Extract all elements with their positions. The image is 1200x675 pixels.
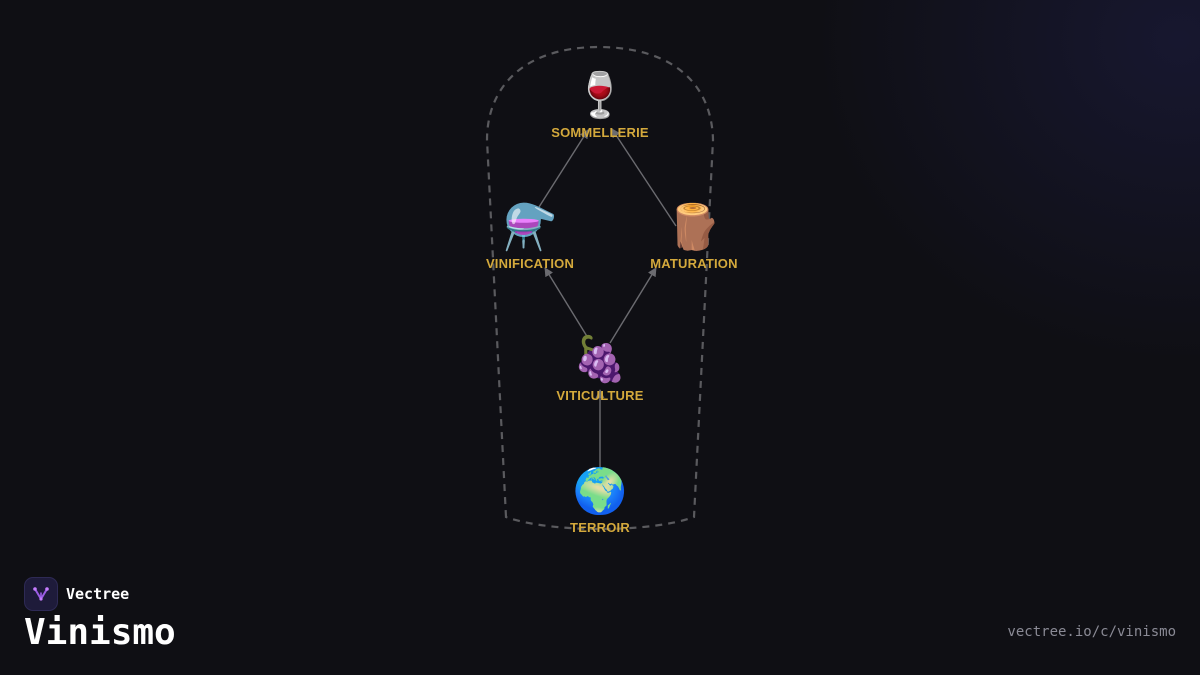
node-label-maturation: MATURATION [650,256,737,271]
brand-name: Vectree [66,585,130,603]
node-maturation[interactable]: 🪵 MATURATION [650,202,737,271]
node-viticulture[interactable]: 🍇 VITICULTURE [556,334,643,403]
wine-glass-icon: 🍷 [573,70,628,121]
node-terroir[interactable]: 🌍 TERROIR [570,466,630,535]
node-label-vinification: VINIFICATION [486,256,574,271]
vectree-logo-icon [24,577,58,611]
edge-maturation-to-sommellerie [611,128,677,227]
edge-viticulture-to-maturation [609,267,657,344]
alembic-icon: ⚗️ [503,202,558,253]
grapes-icon: 🍇 [573,334,628,385]
nodes-layer: 🍷 SOMMELLERIE ⚗️ VINIFICATION 🪵 MATURATION 🍇 VI… [486,70,738,535]
node-sommellerie[interactable]: 🍷 SOMMELLERIE [551,70,649,140]
brand: Vectree [24,577,129,611]
node-vinification[interactable]: ⚗️ VINIFICATION [486,202,574,271]
edge-viticulture-to-vinification [544,267,589,339]
node-label-sommellerie: SOMMELLERIE [551,125,649,140]
edges-layer [538,128,677,467]
edge-vinification-to-sommellerie [538,129,589,208]
page-title: Vinismo [24,612,176,653]
node-label-terroir: TERROIR [570,520,630,535]
page-url[interactable]: vectree.io/c/vinismo [1007,624,1176,640]
wood-log-icon: 🪵 [667,202,722,253]
boundary-outline [485,45,715,531]
globe-icon: 🌍 [573,466,628,517]
node-label-viticulture: VITICULTURE [556,388,643,403]
